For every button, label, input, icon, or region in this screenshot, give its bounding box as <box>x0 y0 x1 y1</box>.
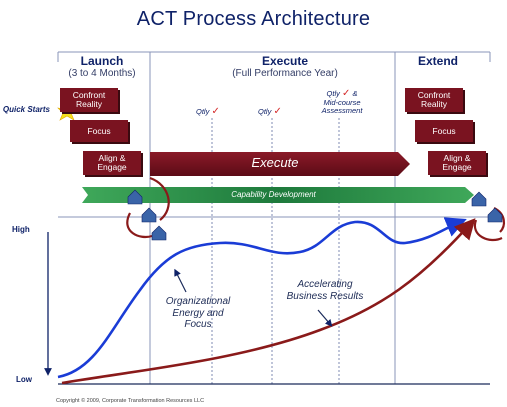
qtly-label-3: Qtly ✓ & Mid-course Assessment <box>321 88 363 116</box>
cycle-arrow-icon <box>473 219 503 242</box>
check-icon: ✓ <box>341 88 351 99</box>
phase-execute-title: Execute <box>261 54 309 68</box>
extend-confront-reality-box: Confront Reality <box>405 88 463 112</box>
phase-launch-title: Launch <box>80 54 124 68</box>
execute-bar <box>150 152 410 176</box>
cycle-arrow-icon <box>149 176 170 221</box>
launch-confront-reality-box: Confront Reality <box>60 88 118 112</box>
phase-extend-title: Extend <box>417 54 458 68</box>
house-icon <box>127 189 143 205</box>
cycle-arrow-icon <box>126 212 153 239</box>
energy-curve <box>57 217 467 379</box>
extend-focus-box: Focus <box>415 120 473 142</box>
qtly-label-2: Qtly ✓ <box>258 106 282 117</box>
copyright-text: Copyright © 2009, Corporate Transformati… <box>56 398 205 404</box>
house-icon <box>141 207 157 223</box>
phase-launch-subtitle: (3 to 4 Months) <box>68 68 136 79</box>
extend-align-engage-box: Align & Engage <box>428 151 486 175</box>
phase-execute-subtitle: (Full Performance Year) <box>232 68 338 79</box>
launch-focus-box: Focus <box>70 120 128 142</box>
energy-curve-label: Organizational Energy and Focus <box>165 296 231 330</box>
check-icon: ✓ <box>211 106 220 117</box>
capability-bar <box>82 187 474 203</box>
execute-bar-label: Execute <box>251 155 299 170</box>
results-pointer <box>317 309 333 327</box>
axis-low-label: Low <box>16 375 32 384</box>
qtly-label-1: Qtly ✓ <box>196 106 220 117</box>
page-title: ACT Process Architecture <box>136 8 371 30</box>
quick-starts-label: Quick Starts <box>2 105 50 114</box>
house-icon <box>487 207 503 223</box>
launch-align-engage-box: Align & Engage <box>83 151 141 175</box>
results-curve <box>61 218 476 385</box>
check-icon: ✓ <box>273 106 282 117</box>
energy-pointer <box>174 268 187 293</box>
results-curve-label: Accelerating Business Results <box>286 279 364 302</box>
axis-high-label: High <box>12 225 30 234</box>
house-icon <box>151 225 167 241</box>
capability-bar-label: Capability Development <box>231 190 316 199</box>
house-icon <box>471 191 487 207</box>
